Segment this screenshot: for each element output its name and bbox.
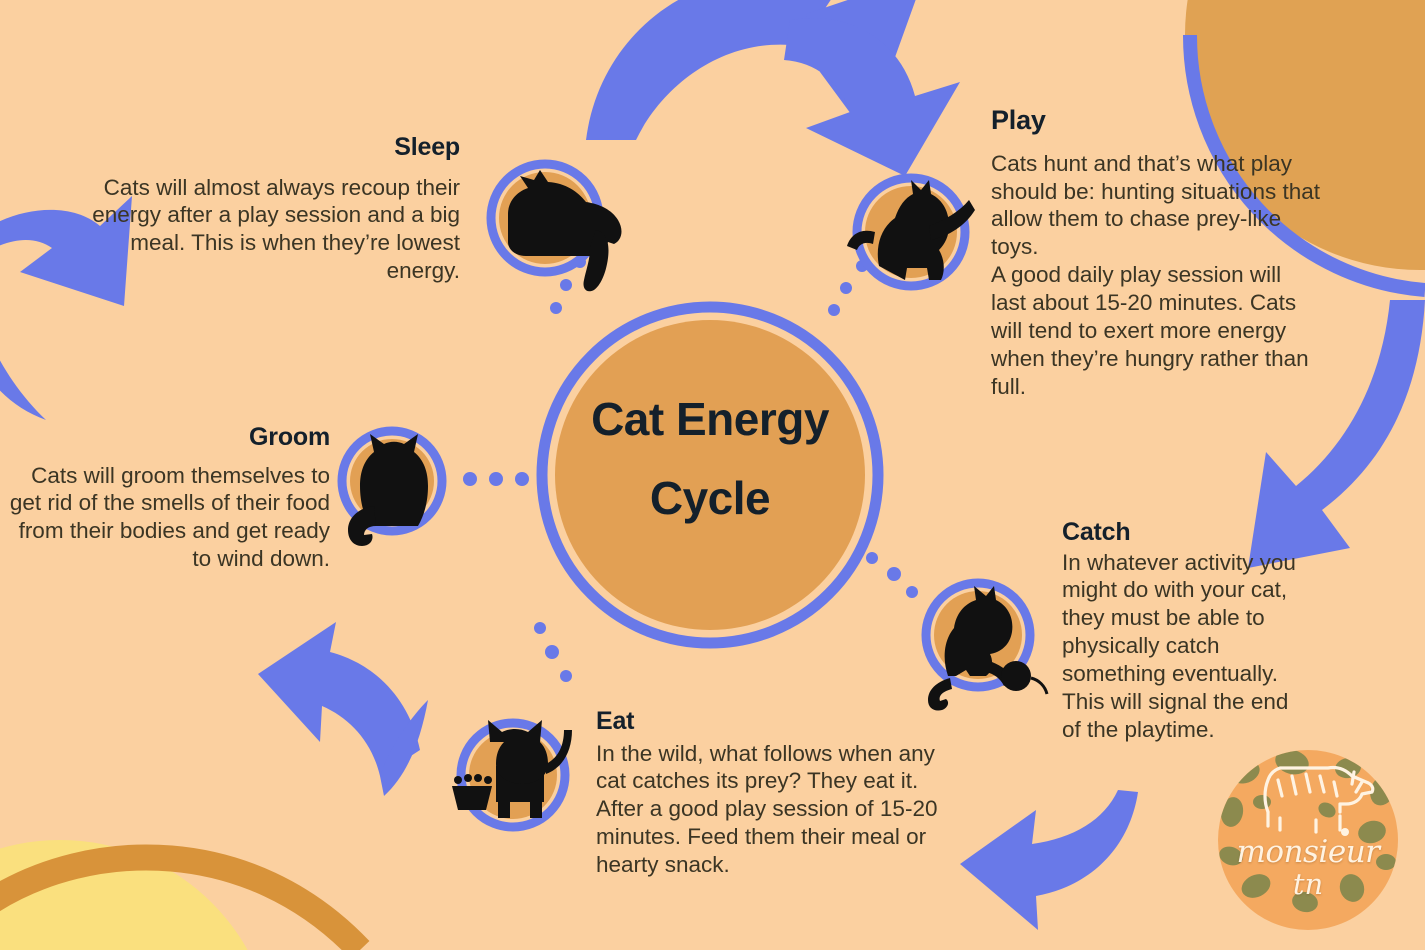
stage-body-play: Cats hunt and that’s what play should be…	[991, 150, 1320, 399]
stage-body-catch: In whatever activity you might do with y…	[1062, 549, 1296, 742]
stage-body-sleep: Cats will almost always recoup their ene…	[92, 174, 460, 284]
logo-wordmark[interactable]: monsieur tn	[1218, 750, 1398, 930]
stage-heading-sleep: Sleep	[394, 133, 460, 161]
center-title: Cat Energy Cycle	[560, 380, 860, 538]
center-title-line2: Cycle	[649, 472, 771, 525]
badge-groom[interactable]	[337, 426, 447, 546]
stage-heading-groom: Groom	[249, 423, 330, 451]
stage-block-catch: Catch In whatever activity you might do …	[1062, 518, 1302, 744]
corner-arc-top-right	[1182, 34, 1425, 297]
arrow-top	[586, 0, 831, 140]
arrow-bottom-left	[258, 622, 420, 776]
arrow-left-tail	[0, 360, 46, 420]
cat-with-food-bowl-icon	[452, 720, 572, 818]
grooming-cat-icon	[348, 434, 428, 546]
logo-line-2: tn	[1292, 867, 1324, 901]
arrow-bottom-right	[960, 790, 1138, 930]
stage-block-eat: Eat In the wild, what follows when any c…	[596, 707, 956, 879]
corner-circle-top-right	[1185, 0, 1425, 270]
center-title-line1: Cat Energy	[591, 393, 829, 445]
stage-block-sleep: Sleep Cats will almost always recoup the…	[60, 133, 460, 285]
playing-cat-icon	[847, 180, 975, 280]
sleeping-cat-icon	[508, 170, 622, 292]
center-circle-ring	[536, 301, 884, 649]
dots-eat	[534, 622, 572, 682]
stage-body-groom: Cats will groom themselves to get rid of…	[9, 462, 330, 572]
center-circle-fill	[555, 320, 865, 630]
stage-heading-catch: Catch	[1062, 518, 1131, 546]
cat-with-yarn-icon	[928, 586, 1049, 711]
stage-body-eat: In the wild, what follows when any cat c…	[596, 740, 938, 878]
corner-arc-bottom-left	[0, 844, 370, 950]
arrow-top-head-2	[784, 18, 960, 177]
stage-heading-eat: Eat	[596, 707, 635, 735]
badge-catch[interactable]	[921, 578, 1049, 711]
dots-catch	[866, 552, 918, 598]
logo-line-1: monsieur	[1236, 834, 1380, 870]
arrow-bottom-left-tail	[380, 700, 428, 796]
badge-sleep[interactable]	[486, 159, 622, 292]
stage-block-play: Play Cats hunt and that’s what play shou…	[991, 105, 1321, 401]
stage-block-groom: Groom Cats will groom themselves to get …	[0, 423, 330, 573]
arrow-right	[1248, 300, 1425, 568]
badge-eat[interactable]	[452, 718, 572, 832]
tiger-outline-icon	[1263, 765, 1375, 836]
dots-groom	[463, 472, 529, 486]
badge-play[interactable]	[847, 173, 975, 291]
arrow-left	[0, 196, 132, 306]
stage-heading-play: Play	[991, 105, 1046, 135]
